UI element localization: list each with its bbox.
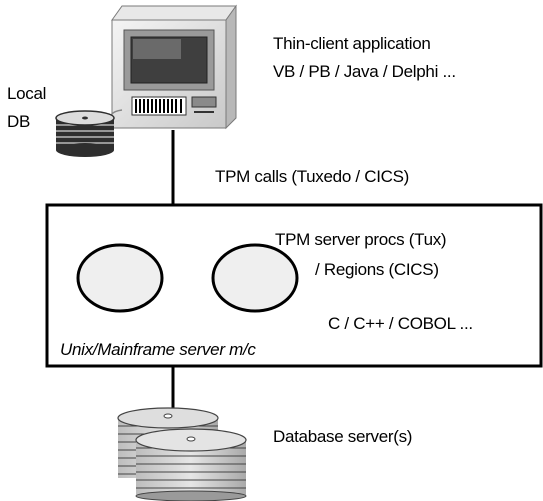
server-procs-label: TPM server procs (Tux) [275,230,447,249]
server-process-2 [211,243,299,313]
server-machine-label: Unix/Mainframe server m/c [60,340,256,359]
local-db-label-line2: DB [7,112,31,131]
database-server-disk-icon [117,407,247,501]
local-db-label-line1: Local [7,84,47,103]
client-title: Thin-client application [273,34,431,53]
server-regions-label: / Regions (CICS) [315,260,439,279]
database-server-label: Database server(s) [273,427,413,446]
client-languages: VB / PB / Java / Delphi ... [273,62,456,81]
local-db-disk-icon [55,110,115,157]
tpm-calls-label: TPM calls (Tuxedo / CICS) [215,167,410,186]
server-languages-label: C / C++ / COBOL ... [328,314,473,333]
desktop-computer-icon [109,4,237,130]
server-process-1 [76,243,164,313]
